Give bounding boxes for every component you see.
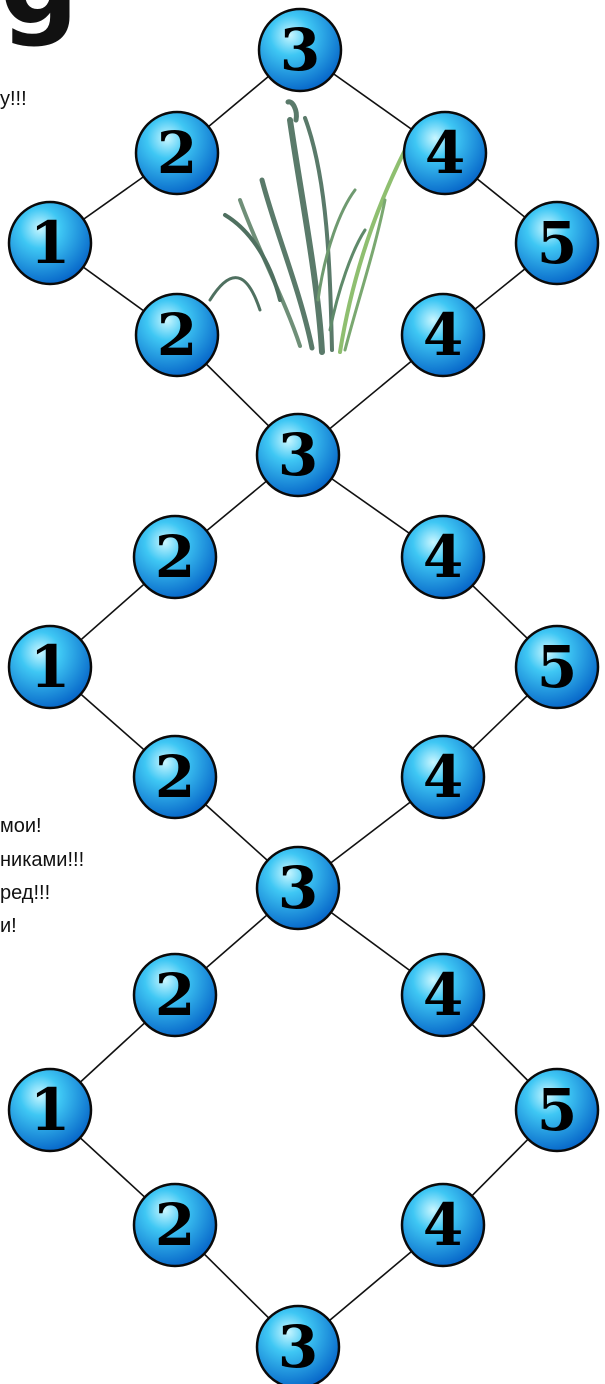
number-node: 3 [259,9,341,91]
node-number: 4 [423,1191,463,1259]
number-node: 2 [134,736,216,818]
node-number: 4 [423,523,463,591]
number-node: 4 [402,1184,484,1266]
number-node: 3 [257,414,339,496]
node-number: 3 [278,1313,318,1381]
node-number: 4 [423,743,463,811]
node-number: 5 [537,209,577,277]
number-node: 2 [134,954,216,1036]
node-number: 4 [425,119,465,187]
number-node: 2 [136,112,218,194]
number-node: 4 [402,736,484,818]
grass-illustration [210,102,405,352]
node-number: 5 [537,633,577,701]
number-node: 4 [404,112,486,194]
number-node: 1 [9,202,91,284]
number-node: 4 [402,294,484,376]
node-number: 1 [30,633,70,701]
node-number: 1 [30,209,70,277]
number-node: 3 [257,847,339,929]
number-node: 4 [402,954,484,1036]
node-number: 5 [537,1076,577,1144]
number-node: 2 [134,1184,216,1266]
edges-group [50,50,557,1347]
number-node: 2 [136,294,218,376]
number-node: 5 [516,1069,598,1151]
number-node: 3 [257,1306,339,1384]
node-number: 3 [278,421,318,489]
number-node: 5 [516,626,598,708]
number-node: 2 [134,516,216,598]
number-node: 1 [9,1069,91,1151]
node-number: 4 [423,301,463,369]
node-number: 2 [157,119,197,187]
node-number: 3 [280,16,320,84]
number-node: 1 [9,626,91,708]
node-number: 2 [157,301,197,369]
node-number: 3 [278,854,318,922]
node-number: 4 [423,961,463,1029]
node-number: 2 [155,743,195,811]
number-node: 4 [402,516,484,598]
node-number: 1 [30,1076,70,1144]
node-number: 2 [155,1191,195,1259]
node-number: 2 [155,961,195,1029]
node-number: 2 [155,523,195,591]
number-node: 5 [516,202,598,284]
